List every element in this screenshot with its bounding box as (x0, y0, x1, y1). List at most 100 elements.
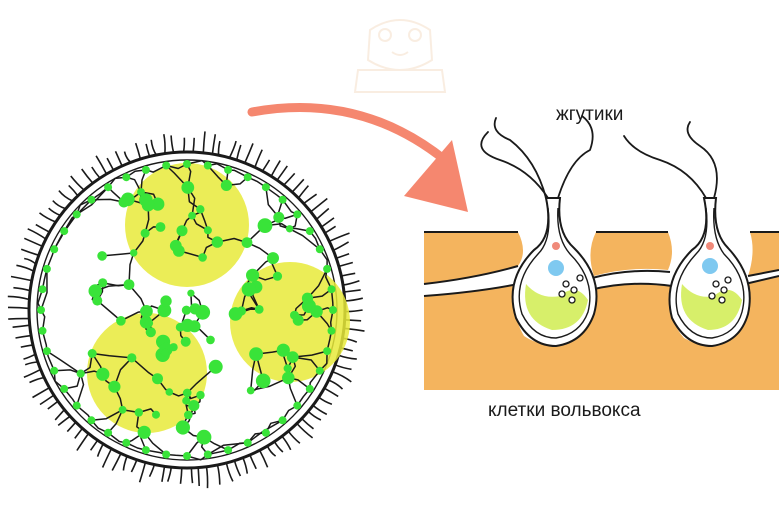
colony-cell (287, 351, 299, 363)
flagellum (313, 405, 327, 414)
flagellum (58, 416, 70, 425)
colony-cell (104, 429, 112, 437)
flagellum (92, 167, 100, 178)
colony-cell (310, 305, 322, 317)
flagellum (21, 345, 33, 347)
label-flagella: жгутики (556, 104, 623, 126)
colony-cell (246, 269, 259, 282)
colony-cell (43, 347, 51, 355)
flagellum (277, 166, 287, 180)
colony-cell (323, 265, 331, 273)
flagellum (146, 144, 150, 157)
eyespot (706, 242, 714, 250)
colony-cell (161, 349, 169, 357)
flagellum (150, 465, 155, 477)
colony-cell (116, 316, 126, 326)
colony-cell (182, 306, 191, 315)
flagellum (21, 249, 39, 255)
flagellum (82, 169, 93, 183)
flagellum (288, 431, 300, 443)
flagellum (299, 186, 309, 198)
flagellum (198, 468, 199, 486)
flagellum (333, 242, 348, 250)
colony-cell (146, 327, 156, 337)
colony-cell (77, 370, 85, 378)
colony-cell (204, 162, 212, 170)
flagellum (164, 134, 165, 153)
flagellum (8, 296, 30, 299)
colony-cell (328, 327, 336, 335)
flagellum (218, 465, 220, 485)
flagellum (96, 156, 106, 174)
flagellum (49, 208, 61, 215)
label-cells: клетки вольвокса (488, 400, 641, 422)
flagellum (40, 395, 54, 404)
flagellum (321, 218, 334, 227)
colony-cell (209, 360, 223, 374)
colony-cell (87, 196, 95, 204)
colony-cell (249, 347, 263, 361)
colony-cell (141, 229, 150, 238)
colony-cell (244, 173, 252, 181)
colony-cell (306, 385, 314, 393)
colony-cell (73, 210, 81, 218)
colony-cell (60, 227, 68, 235)
colony-cell (212, 236, 223, 247)
colony-cell (247, 387, 255, 395)
colony-cell (293, 402, 301, 410)
colony-cell (196, 391, 204, 399)
flagellum (11, 277, 32, 281)
flagellum (271, 161, 280, 177)
flagellum (55, 410, 64, 420)
colony-cell (156, 222, 166, 232)
colony-cell (60, 385, 68, 393)
flagellum (136, 143, 141, 159)
colony-cell (140, 305, 153, 318)
colony-cell (92, 296, 102, 306)
flagellum (319, 397, 332, 404)
flagellum (25, 362, 38, 365)
colony-cell (293, 315, 304, 326)
flagellum (151, 140, 156, 155)
flagellum (235, 461, 241, 476)
colony-cell (39, 285, 47, 293)
colony-cell (329, 306, 337, 314)
colony-cell (328, 285, 336, 293)
flagellum (333, 372, 352, 382)
colony-cell (286, 225, 293, 232)
flagellum (123, 456, 127, 470)
flagellum (304, 194, 317, 203)
eyespot (552, 242, 560, 250)
colony-cell (96, 368, 109, 381)
colony-cell (196, 205, 204, 213)
colony-cell (181, 181, 194, 194)
colony-cell (119, 197, 130, 208)
colony-cell (293, 210, 301, 218)
colony-cell (255, 305, 264, 314)
flagellum (77, 434, 89, 451)
volvox-cell (513, 198, 597, 346)
flagellum (336, 254, 349, 258)
flagellum (16, 265, 33, 271)
cell-cross-section (424, 116, 779, 390)
flagellum (250, 455, 256, 469)
colony-cell (262, 429, 270, 437)
colony-cell (183, 389, 192, 398)
colony-cell (50, 367, 58, 375)
flagellum (302, 419, 314, 429)
colony-cell (224, 166, 232, 174)
colony-cell (183, 452, 191, 460)
colony-cell (183, 160, 191, 168)
flagellum (335, 365, 351, 370)
colony-cell (184, 411, 193, 420)
colony-cell (162, 451, 170, 459)
colony-cell (221, 180, 232, 191)
flagellum (8, 319, 29, 320)
colony-cell (198, 253, 207, 262)
colony-cell (50, 245, 58, 253)
flagellum (16, 336, 32, 338)
flagellum (24, 238, 42, 246)
flagellum (329, 233, 349, 241)
flagellum (24, 354, 36, 359)
colony-cell (284, 364, 292, 372)
